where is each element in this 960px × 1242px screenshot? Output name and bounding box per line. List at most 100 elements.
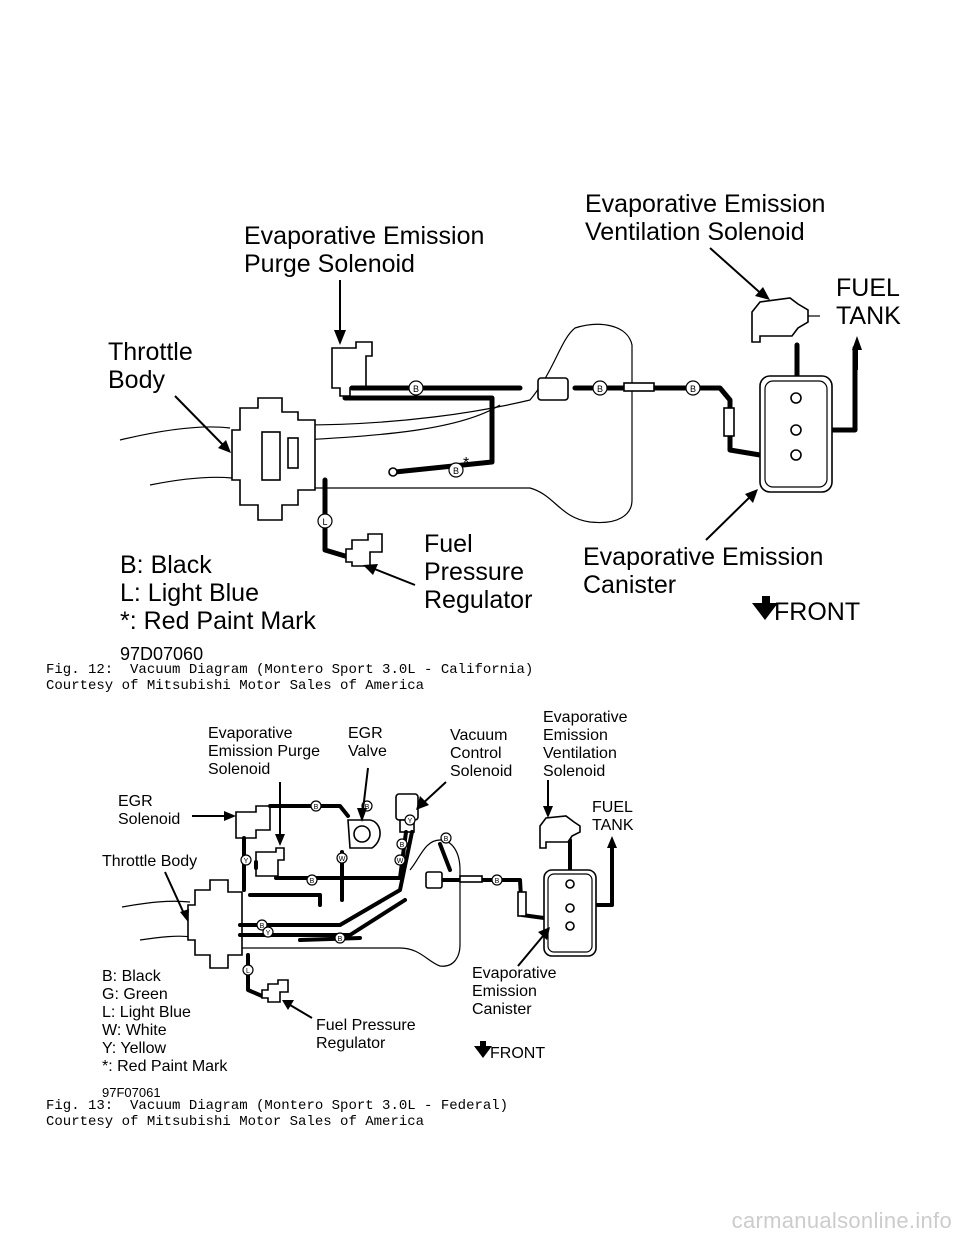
label-fuel-pressure-regulator: Regulator — [316, 1035, 386, 1052]
hose-mark-y — [262, 926, 274, 938]
hose-mark-w — [336, 852, 348, 864]
label-purge-solenoid: Emission Purge — [208, 743, 320, 760]
label-front: FRONT — [490, 1045, 545, 1062]
label-purge-solenoid: Evaporative Emission — [244, 222, 484, 250]
svg-text:Y: Y — [408, 818, 413, 825]
label-fuel-pressure-regulator: Pressure — [424, 558, 524, 586]
hose-mark-l — [317, 513, 333, 529]
label-canister: Evaporative Emission — [583, 543, 823, 571]
ventilation-solenoid — [539, 815, 581, 849]
label-fuel-tank: TANK — [592, 817, 634, 834]
svg-text:B: B — [444, 836, 449, 843]
svg-text:B: B — [690, 384, 696, 394]
figure-code: 97D07060 — [120, 644, 203, 664]
label-egr-solenoid: EGR — [118, 793, 153, 810]
egr-solenoid — [235, 805, 271, 839]
label-purge-solenoid: Solenoid — [208, 761, 270, 778]
svg-text:Y: Y — [244, 858, 249, 865]
hose-mark-b — [685, 380, 701, 396]
hose-marks: B B B B B B B B Y Y Y W W L — [240, 800, 503, 976]
evaporative-emission-canister — [543, 869, 597, 957]
label-fuel-pressure-regulator: Fuel — [424, 530, 473, 558]
label-ventilation-solenoid: Solenoid — [543, 763, 605, 780]
label-purge-solenoid: Evaporative — [208, 725, 293, 742]
figure-caption: Fig. 12: Vacuum Diagram (Montero Sport 3… — [46, 662, 534, 694]
svg-text:B: B — [338, 936, 343, 943]
hose-mark-y — [404, 814, 416, 826]
label-fuel-pressure-regulator: Fuel Pressure — [316, 1017, 416, 1034]
label-egr-valve: Valve — [348, 743, 387, 760]
label-purge-solenoid: Purge Solenoid — [244, 250, 415, 278]
label-egr-solenoid: Solenoid — [118, 811, 180, 828]
hose-mark-w — [394, 854, 406, 866]
svg-text:B: B — [495, 878, 500, 885]
svg-text:B: B — [314, 804, 319, 811]
vacuum-diagram-california: B B B B * L — [108, 190, 901, 664]
svg-text:B: B — [310, 878, 315, 885]
legend-item: *: Red Paint Mark — [120, 607, 316, 635]
svg-text:W: W — [339, 856, 346, 863]
label-vacuum-control-solenoid: Solenoid — [450, 763, 512, 780]
throttle-body — [231, 397, 316, 521]
label-canister: Canister — [472, 1001, 532, 1018]
hose-mark-b-red — [334, 932, 346, 944]
vacuum-diagram-federal: B B B B B B B B Y Y Y W W L — [102, 709, 634, 1100]
label-canister: Canister — [583, 571, 676, 599]
svg-text:B: B — [260, 923, 265, 930]
hose-mark-b — [256, 919, 268, 931]
hose-mark-b — [440, 832, 452, 844]
label-throttle-body: Throttle Body — [102, 853, 197, 870]
figure-caption: Fig. 13: Vacuum Diagram (Montero Sport 3… — [46, 1098, 509, 1130]
leader-arrows — [164, 767, 617, 1019]
svg-text:B: B — [365, 804, 370, 811]
diagram-labels: Evaporative Emission Ventilation Solenoi… — [108, 190, 901, 664]
svg-text:W: W — [397, 858, 404, 865]
hose-mark-b — [491, 874, 503, 886]
hose-fittings — [425, 871, 527, 917]
label-throttle-body: Body — [108, 366, 165, 394]
engine-outline — [119, 323, 633, 524]
legend-item: L: Light Blue — [120, 579, 259, 607]
legend-item: *: Red Paint Mark — [102, 1058, 228, 1075]
legend-item: B: Black — [120, 551, 212, 579]
hose-mark-b — [396, 838, 408, 850]
label-fuel-pressure-regulator: Regulator — [424, 586, 532, 614]
hose-mark-b — [306, 874, 318, 886]
svg-text:B: B — [413, 384, 419, 394]
purge-solenoid — [255, 847, 285, 877]
front-arrow-icon — [474, 1041, 492, 1058]
label-ventilation-solenoid: Ventilation Solenoid — [585, 218, 805, 246]
legend-item: Y: Yellow — [102, 1040, 167, 1057]
fuel-pressure-regulator — [345, 533, 383, 567]
evaporative-emission-canister — [759, 375, 833, 493]
svg-text:L: L — [246, 968, 250, 975]
watermark: carmanualsonline.info — [731, 1208, 952, 1233]
figure-code: 97F07061 — [102, 1085, 161, 1100]
label-throttle-body: Throttle — [108, 338, 193, 366]
label-canister: Evaporative — [472, 965, 557, 982]
label-fuel-tank: FUEL — [836, 274, 900, 302]
hose-fittings — [388, 377, 735, 477]
svg-text:B: B — [453, 466, 459, 476]
hose-mark-b-red — [448, 462, 464, 478]
leader-arrows — [174, 247, 862, 586]
label-ventilation-solenoid: Ventilation — [543, 745, 617, 762]
label-ventilation-solenoid: Evaporative — [543, 709, 628, 726]
svg-text:B: B — [597, 384, 603, 394]
svg-text:Y: Y — [266, 930, 271, 937]
svg-text:L: L — [322, 517, 327, 527]
vacuum-control-solenoid — [395, 793, 419, 833]
ventilation-solenoid — [751, 297, 820, 343]
throttle-body — [187, 879, 243, 969]
red-paint-mark: * — [463, 455, 469, 472]
front-arrow-icon — [752, 596, 778, 620]
hose-mark-b — [408, 380, 424, 396]
label-egr-valve: EGR — [348, 725, 383, 742]
label-ventilation-solenoid: Evaporative Emission — [585, 190, 825, 218]
hose-mark-b — [592, 380, 608, 396]
legend-item: B: Black — [102, 968, 162, 985]
label-fuel-tank: TANK — [836, 302, 901, 330]
label-canister: Emission — [472, 983, 537, 1000]
label-front: FRONT — [774, 598, 860, 626]
label-vacuum-control-solenoid: Control — [450, 745, 502, 762]
